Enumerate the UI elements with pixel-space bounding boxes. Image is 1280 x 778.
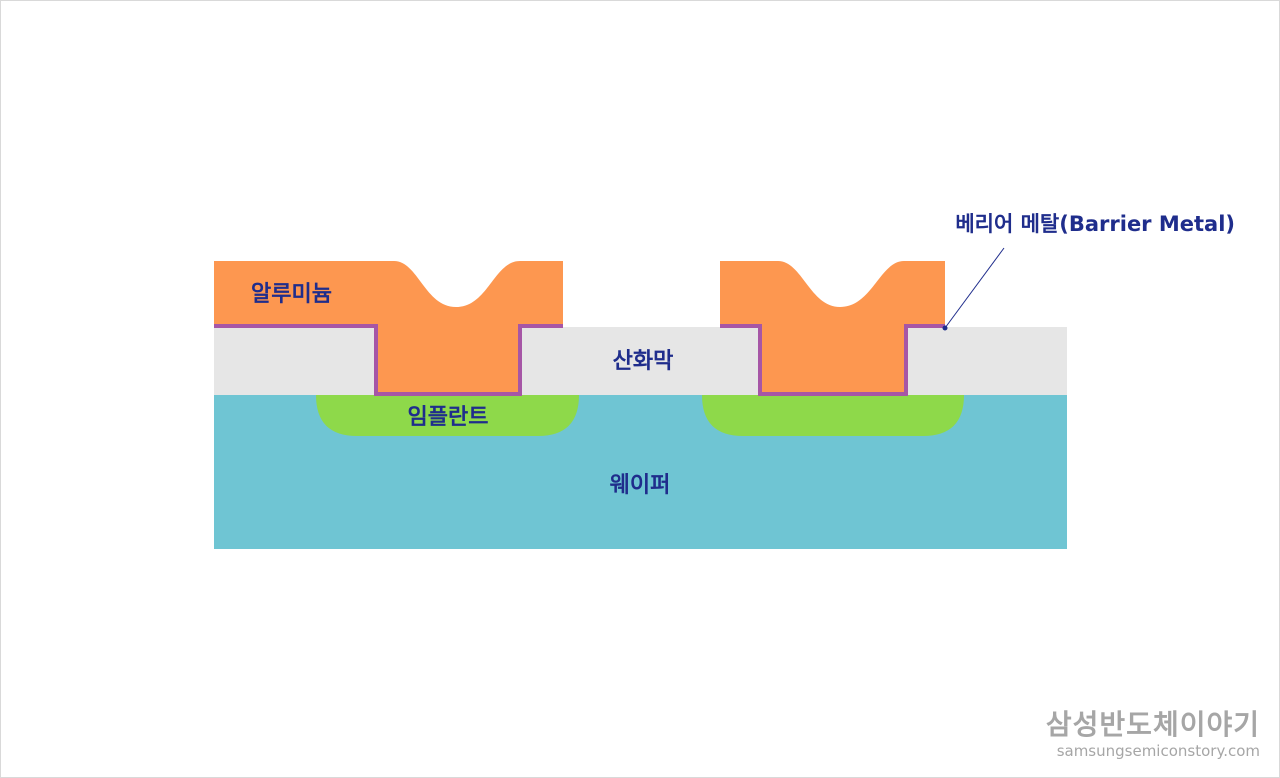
watermark-title: 삼성반도체이야기 (1045, 708, 1260, 741)
implant-region-right (702, 395, 964, 436)
watermark-url: samsungsemiconstory.com (1056, 742, 1260, 760)
aluminum-label: 알루미늄 (251, 282, 332, 307)
aluminum-layer-right (720, 261, 945, 395)
implant-region-left (316, 395, 579, 436)
barrier-metal-leader-line (944, 247, 1005, 329)
barrier-metal-left (214, 324, 563, 396)
barrier-metal-leader-dot (942, 325, 948, 331)
aluminum-layer-left (214, 261, 563, 395)
implant-label: 임플란트 (408, 405, 489, 430)
oxide-layer (214, 327, 1067, 395)
oxide-label: 산화막 (613, 349, 674, 374)
barrier-metal-label: 베리어 메탈(Barrier Metal) (955, 212, 1235, 236)
wafer-label: 웨이퍼 (610, 473, 671, 498)
watermark: 삼성반도체이야기 samsungsemiconstory.com (1046, 708, 1260, 760)
barrier-metal-right (720, 324, 945, 396)
